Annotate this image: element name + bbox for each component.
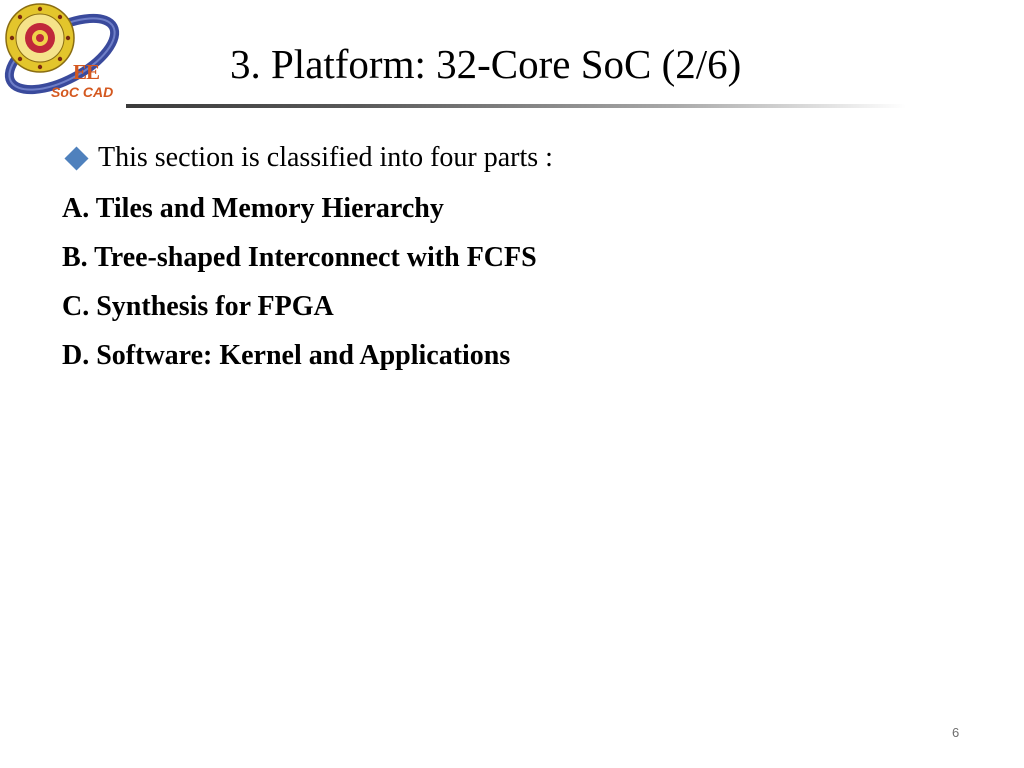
part-b-item: B. Tree-shaped Interconnect with FCFS — [62, 242, 537, 273]
intro-bullet: This section is classified into four par… — [62, 144, 553, 172]
title-divider — [126, 104, 906, 108]
university-seal-icon — [4, 3, 120, 95]
logo-ee-text: EE — [73, 60, 100, 84]
part-d-item: D. Software: Kernel and Applications — [62, 340, 511, 371]
page-number: 6 — [952, 725, 960, 740]
logo-soc-cad-text: SoC CAD — [51, 84, 114, 100]
part-c-item: C. Synthesis for FPGA — [62, 291, 334, 322]
slide-title: 3. Platform: 32-Core SoC (2/6) — [230, 41, 742, 87]
intro-text: This section is classified into four par… — [98, 142, 553, 173]
part-a-item: A. Tiles and Memory Hierarchy — [62, 193, 444, 224]
diamond-bullet-icon — [64, 145, 89, 171]
ee-soc-cad-logo: EE SoC CAD — [2, 2, 124, 102]
